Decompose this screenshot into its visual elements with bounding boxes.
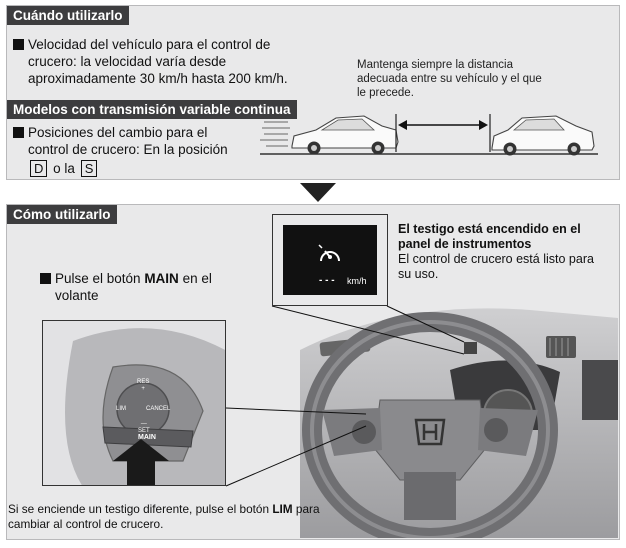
honda-logo-icon [414,418,446,446]
press-line-2: volante [55,288,99,303]
footer-line-2: cambiar al control de crucero. [8,517,164,531]
dashboard-illustration [300,308,618,538]
main-button-ref: MAIN [144,271,179,286]
indicator-note: El testigo está encendido en el panel de… [398,222,618,282]
bullet-square [13,127,24,138]
speed-line-3: aproximadamente 30 km/h hasta 200 km/h. [28,71,288,86]
res-button[interactable]: RES + [137,379,150,392]
distance-note: Mantenga siempre la distancia adecuada e… [357,58,577,100]
distance-line-2: adecuada entre su vehículo y el que [357,73,542,85]
press-arrow-icon [113,439,169,485]
press-line-1: Pulse el botón MAIN en el [55,271,212,286]
distance-line-1: Mantenga siempre la distancia [357,59,513,71]
indicator-title-1: El testigo está encendido en el [398,222,581,236]
double-arrow-icon [398,120,488,130]
footer-note: Si se enciende un testigo diferente, pul… [8,502,348,532]
display-unit: km/h [347,276,367,286]
cancel-button[interactable]: CANCEL [146,406,171,412]
instrument-display: - - - km/h [283,225,377,295]
how-tag: Cómo utilizarlo [7,205,117,224]
switch-inset: RES + LIM CANCEL — SET MAIN [42,320,226,486]
indicator-marker [464,342,477,354]
bullet-square [40,273,51,284]
cvt-tag: Modelos con transmisión variable continu… [7,100,297,119]
set-button[interactable]: — SET [138,421,150,434]
rear-car-icon [291,115,399,155]
indicator-body-1: El control de crucero está listo para [398,252,594,266]
lim-button[interactable]: LIM [116,406,127,412]
lim-button-ref: LIM [272,502,293,516]
distance-line-3: le precede. [357,87,414,99]
down-arrow-icon [300,183,336,202]
gear-line: D o la S [28,160,228,177]
speed-line-2: crucero: la velocidad varía desde [28,54,227,69]
bullet-square [13,39,24,50]
indicator-body-2: su uso. [398,267,439,281]
footer-line-1: Si se enciende un testigo diferente, pul… [8,502,320,516]
when-tag: Cuándo utilizarlo [7,6,129,25]
shift-line-2: control de crucero: En la posición [28,142,228,157]
display-dashes: - - - [319,275,335,286]
speed-line-1: Velocidad del vehículo para el control d… [28,37,271,52]
main-button[interactable]: MAIN [138,434,156,441]
shift-line-1: Posiciones del cambio para el [28,125,208,140]
display-inset: - - - km/h [272,214,388,306]
gear-s-badge: S [80,160,98,177]
cruise-indicator-icon [318,244,340,262]
gear-or-text: o la [53,161,75,176]
cars-illustration [260,114,598,156]
indicator-title-2: panel de instrumentos [398,237,532,251]
front-car-icon [491,115,595,156]
gear-d-badge: D [30,160,48,177]
steering-switch-illustration [43,321,225,485]
